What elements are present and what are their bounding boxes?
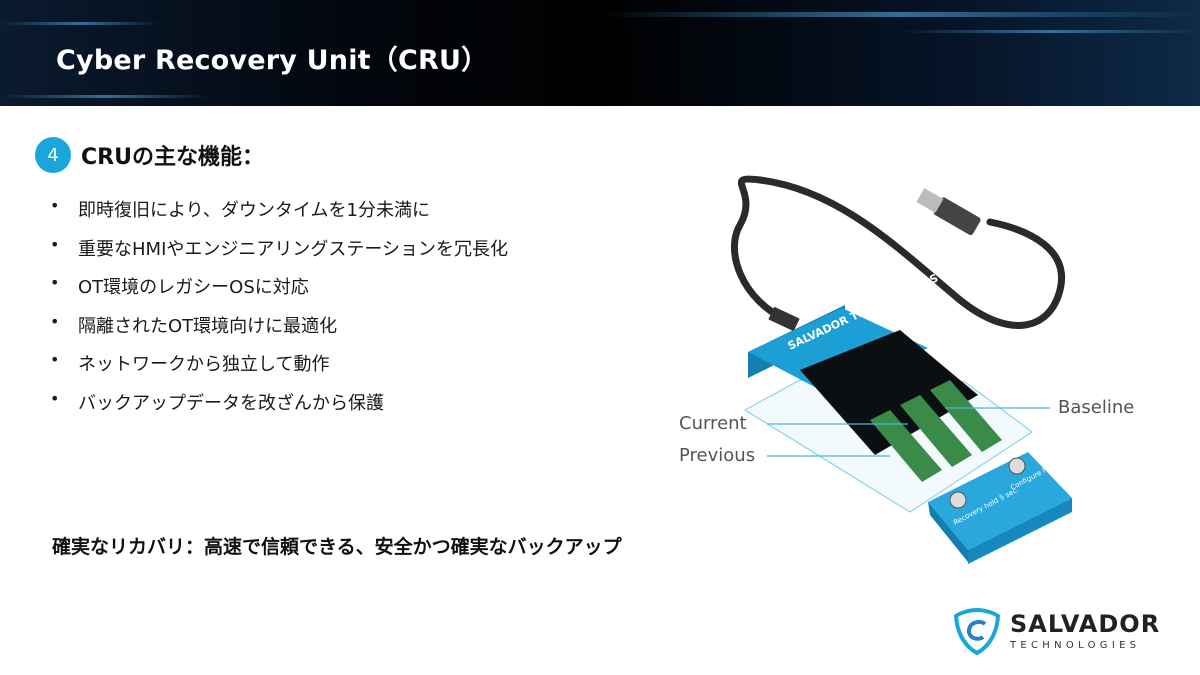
list-item: •OT環境のレガシーOSに対応 — [50, 273, 309, 298]
ssd-baseline — [930, 380, 1002, 452]
section-number-badge: 4 — [35, 137, 71, 173]
list-item: •隔離されたOT環境向けに最適化 — [50, 311, 338, 337]
recovery-button-icon — [949, 491, 967, 509]
label-current: Current — [679, 413, 747, 434]
slide-title: Cyber Recovery Unit（CRU） — [56, 45, 489, 76]
circuit-board — [800, 330, 978, 455]
usb-c-connector — [768, 306, 800, 332]
light-streak — [600, 12, 1200, 17]
list-item: •バックアップデータを改ざんから保護 — [50, 388, 384, 414]
list-item: •ネットワークから独立して動作 — [50, 350, 330, 375]
header-banner: Cyber Recovery Unit（CRU） — [0, 0, 1200, 106]
ssd-current — [870, 410, 942, 482]
list-item: •即時復旧により、ダウンタイムを1分未満に — [50, 196, 431, 221]
list-item: •重要なHMIやエンジニアリングステーションを冗長化 — [50, 234, 509, 260]
device-body-top — [748, 308, 928, 395]
device-cap-side — [928, 502, 968, 562]
usb-plug — [916, 188, 981, 236]
light-streak — [0, 95, 210, 98]
usb-cable-left — [715, 205, 790, 322]
section-title: CRUの主な機能： — [81, 145, 264, 170]
label-previous: Previous — [679, 445, 756, 466]
light-streak — [0, 22, 160, 25]
light-streak — [900, 30, 1200, 33]
shield-logo-icon — [953, 607, 1001, 656]
logo-subtitle: TECHNOLOGIES — [1010, 639, 1141, 651]
label-baseline: Baseline — [1058, 397, 1135, 418]
summary-text: 確実なリカバリ：高速で信頼できる、安全かつ確実なバックアップ — [52, 536, 622, 558]
device-cap-top — [928, 452, 1072, 550]
feature-list: •即時復旧により、ダウンタイムを1分未満に •重要なHMIやエンジニアリングステ… — [50, 196, 508, 427]
usb-cable — [730, 175, 1065, 329]
configure-button-icon — [1008, 457, 1026, 475]
section-heading: 4 CRUの主な機能： — [35, 137, 264, 173]
logo-name: SALVADOR — [1010, 609, 1161, 638]
device-cap-front — [968, 498, 1072, 564]
company-logo: SALVADOR TECHNOLOGIES — [952, 606, 1160, 656]
ssd-previous — [900, 395, 972, 467]
